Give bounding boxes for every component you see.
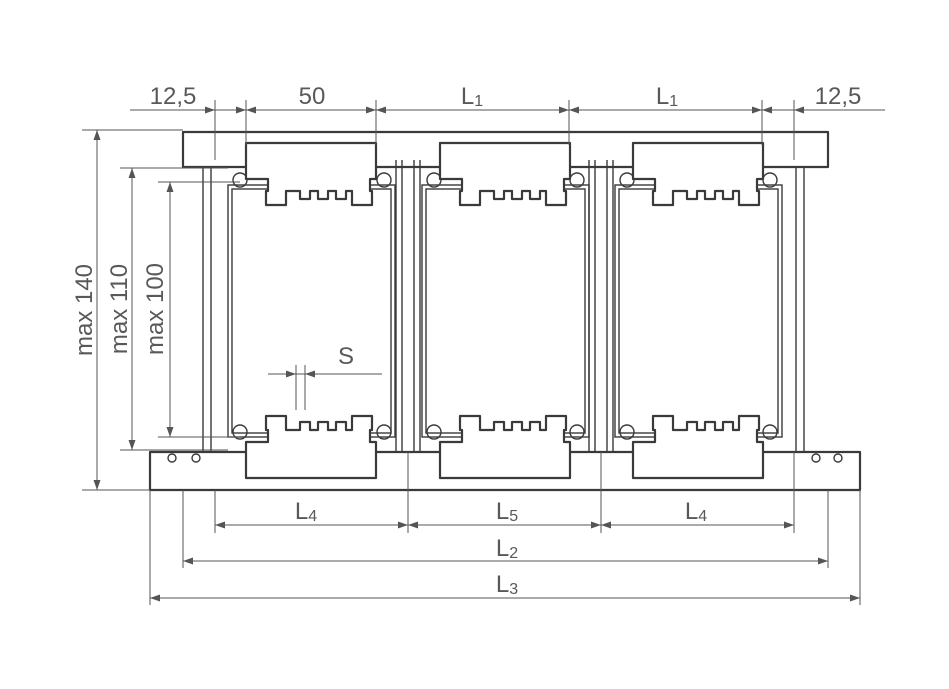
core-structure — [148, 130, 862, 492]
dim-label-l1-right: L1 — [656, 83, 678, 110]
bottom-comb-clamps — [244, 414, 765, 480]
top-comb-clamp — [438, 141, 572, 207]
dimension-arrowhead — [569, 106, 579, 114]
top-comb-clamp — [631, 141, 765, 207]
bottom-comb-clamp — [631, 414, 765, 480]
dimension-arrowhead — [93, 480, 101, 490]
dim-label-50: 50 — [299, 83, 326, 110]
dim-label-12-5-right: 12,5 — [815, 83, 862, 110]
dimension-arrowhead — [93, 130, 101, 140]
dimension-arrowhead — [818, 557, 828, 565]
dimension-arrowhead — [376, 106, 386, 114]
bottom-comb-clamp — [438, 414, 572, 480]
dimension-arrowhead — [305, 370, 315, 378]
bottom-comb-clamp — [244, 414, 378, 480]
mounting-holes — [167, 453, 843, 463]
dimension-arrowhead — [128, 440, 136, 450]
tie-rods — [202, 160, 805, 452]
dimension-arrowhead — [366, 106, 376, 114]
dimension-lines — [82, 100, 885, 605]
dim-label-l3: L3 — [496, 571, 518, 598]
dimension-arrowhead — [246, 106, 256, 114]
dim-label-l1-left: L1 — [461, 83, 483, 110]
dimension-arrowhead — [784, 521, 794, 529]
top-comb-clamp — [244, 141, 378, 207]
dimension-arrowhead — [398, 521, 408, 529]
dim-label-max-110: max 110 — [106, 264, 133, 354]
dimension-arrowhead — [601, 521, 611, 529]
dimension-arrowhead — [150, 594, 160, 602]
dimension-arrowhead — [166, 427, 174, 437]
dimension-arrowhead — [166, 182, 174, 192]
dimension-arrowhead — [236, 106, 246, 114]
dimension-arrowhead — [286, 370, 296, 378]
dim-label-max-100: max 100 — [142, 263, 169, 355]
dimension-arrowhead — [794, 106, 804, 114]
dimension-arrowhead — [408, 521, 418, 529]
dimension-arrowhead — [559, 106, 569, 114]
dim-label-l4-left: L4 — [295, 498, 317, 525]
cable-clamps — [232, 172, 778, 440]
dimension-arrowhead — [128, 168, 136, 178]
dimension-arrowhead — [762, 106, 772, 114]
dim-label-s: S — [338, 343, 354, 370]
dim-label-l2: L2 — [496, 535, 518, 562]
dimension-arrowhead — [850, 594, 860, 602]
winding-windows — [227, 184, 783, 438]
dim-label-max-140: max 140 — [71, 264, 98, 356]
dimension-arrowhead — [591, 521, 601, 529]
dimension-arrowhead — [215, 521, 225, 529]
dimension-arrows — [93, 106, 860, 602]
dimension-labels: 12,5 50 L1 L1 12,5 max 140 max 110 max 1… — [71, 83, 861, 598]
dimension-arrowhead — [752, 106, 762, 114]
top-comb-clamps — [244, 141, 765, 207]
dim-label-l5: L5 — [496, 498, 518, 525]
dim-label-12-5-left: 12,5 — [150, 83, 197, 110]
dimension-arrowhead — [205, 106, 215, 114]
dimension-arrowhead — [183, 557, 193, 565]
dim-label-l4-right: L4 — [685, 498, 707, 525]
